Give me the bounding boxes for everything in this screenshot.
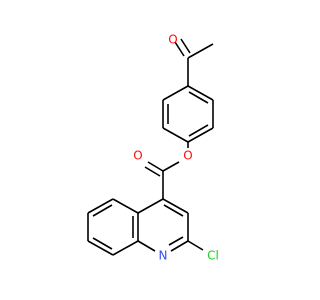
atom-labels: O O O N Cl xyxy=(133,33,219,263)
bond-ester-carbonyl-oxygen xyxy=(147,161,164,172)
bonds xyxy=(87,38,214,256)
bond-ring-4-5 xyxy=(162,127,189,143)
chlorine-label: Cl xyxy=(207,249,219,263)
bond-q4a-q4 xyxy=(137,198,164,214)
bond-q5-q6 xyxy=(87,198,114,214)
structure-canvas: O O O N Cl xyxy=(87,33,219,263)
bond-ring-inner-b xyxy=(188,124,209,137)
bond-q4-q3-inner xyxy=(163,204,184,217)
bond-methyl-carbonyl xyxy=(187,43,214,59)
bond-ring-1-2 xyxy=(187,85,214,101)
bond-q4a-q5 xyxy=(112,198,139,214)
bond-q7-q8 xyxy=(87,240,114,256)
bond-q4-q3 xyxy=(162,198,189,214)
bond-benzo-inner-b xyxy=(92,237,113,250)
bond-ester-carbonyl-oxygen-double xyxy=(144,166,161,177)
bond-q8-q8a xyxy=(112,240,139,256)
bond-ring-3-4 xyxy=(187,127,214,143)
bond-ester-oxygen-carbon xyxy=(162,161,180,172)
bond-benzo-inner-a xyxy=(92,204,113,217)
bond-q2-n xyxy=(170,240,189,252)
quinoline-nitrogen-label: N xyxy=(159,249,168,263)
ester-oxygen-label: O xyxy=(183,149,192,163)
bond-q2-n-inner xyxy=(168,236,184,246)
molecule-diagram: O O O N Cl xyxy=(87,33,219,263)
bond-n-q8a xyxy=(137,240,156,252)
bond-q2-cl xyxy=(187,240,204,251)
bond-carbonyl-oxygen xyxy=(174,41,185,57)
ester-carbonyl-oxygen-label: O xyxy=(133,149,142,163)
bond-ring-inner-a xyxy=(188,91,209,104)
bond-ring-6-1 xyxy=(162,85,189,101)
acetyl-oxygen-label: O xyxy=(168,33,177,47)
bond-carbonyl-oxygen-double xyxy=(180,38,191,54)
